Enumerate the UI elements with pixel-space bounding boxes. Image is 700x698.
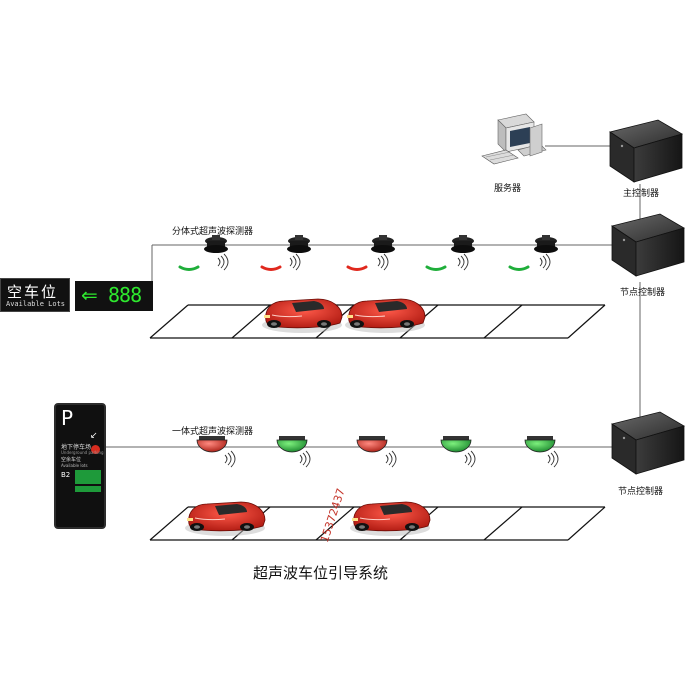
sound-wave-icon [464, 450, 476, 468]
ultrasonic-sensor-icon [371, 235, 395, 253]
integrated-detector-label: 一体式超声波探测器 [172, 427, 254, 437]
ultrasonic-sensor-icon [440, 436, 472, 453]
led-count: 888 [108, 283, 142, 307]
indicator-light [508, 265, 530, 271]
split-detector-label: 分体式超声波探测器 [172, 227, 254, 237]
integrated-sensors-row-2 [196, 436, 556, 453]
sound-wave-icon [299, 450, 311, 468]
car-icon [261, 298, 343, 334]
sound-wave-icon [289, 253, 301, 271]
kiosk-line-2: Underground parking [61, 450, 104, 455]
ultrasonic-sensor-icon [204, 235, 228, 253]
node-controller-2-label: 节点控制器 [618, 487, 664, 497]
sound-wave-icon [377, 253, 389, 271]
computer-icon [481, 113, 547, 165]
split-sensors-row-1 [204, 235, 558, 271]
kiosk-line-4: Available lots [61, 463, 88, 468]
sound-wave-icon [547, 450, 559, 468]
sound-wave-icon [539, 253, 551, 271]
node-controller-1-label: 节点控制器 [620, 288, 666, 298]
available-lots-sign: 空车位 Available Lots [0, 278, 70, 312]
kiosk-green-display [75, 470, 101, 484]
main-controller-icon [609, 119, 683, 183]
arrow-down-left-icon: ↙ [90, 431, 98, 441]
car-icon [349, 501, 431, 537]
diagram-title: 超声波车位引导系统 [253, 564, 389, 582]
connection-lines [106, 145, 641, 448]
car-icon [344, 298, 426, 334]
kiosk-line-1: 地下停车场 [61, 444, 92, 451]
node-controller-1-icon [611, 213, 685, 277]
indicator-lights-row-1 [178, 265, 530, 271]
car-icon [184, 501, 266, 537]
ultrasonic-sensor-icon [524, 436, 556, 453]
ultrasonic-sensor-icon [534, 235, 558, 253]
red-circle-icon [91, 445, 100, 454]
parking-p-icon: P [61, 406, 74, 430]
sound-wave-icon [217, 253, 229, 271]
sound-wave-icon [385, 450, 397, 468]
parking-guidance-kiosk: P ↙ 地下停车场 Underground parking 空余车位 Avail… [54, 403, 106, 529]
indicator-light [178, 265, 200, 271]
kiosk-level: B2 [61, 471, 71, 479]
server-label: 服务器 [494, 184, 522, 194]
indicator-light [346, 265, 368, 271]
main-controller-label: 主控制器 [623, 189, 660, 199]
ultrasonic-sensor-icon [196, 436, 228, 453]
sign-text-en: Available Lots [6, 300, 66, 308]
sign-text-cn: 空车位 [7, 283, 59, 301]
led-count-display: ⇐ 888 [75, 281, 153, 311]
ultrasonic-sensor-icon [356, 436, 388, 453]
node-controller-2-icon [611, 411, 685, 475]
arrow-left-icon: ⇐ [81, 283, 98, 307]
sensor-waves-row-2 [224, 450, 559, 468]
indicator-light [260, 265, 282, 271]
ultrasonic-sensor-icon [287, 235, 311, 253]
indicator-light [425, 265, 447, 271]
ultrasonic-sensor-icon [276, 436, 308, 453]
kiosk-line-3: 空余车位 [61, 457, 82, 463]
kiosk-green-display-2 [75, 486, 101, 492]
sound-wave-icon [224, 450, 236, 468]
sound-wave-icon [457, 253, 469, 271]
ultrasonic-sensor-icon [451, 235, 475, 253]
